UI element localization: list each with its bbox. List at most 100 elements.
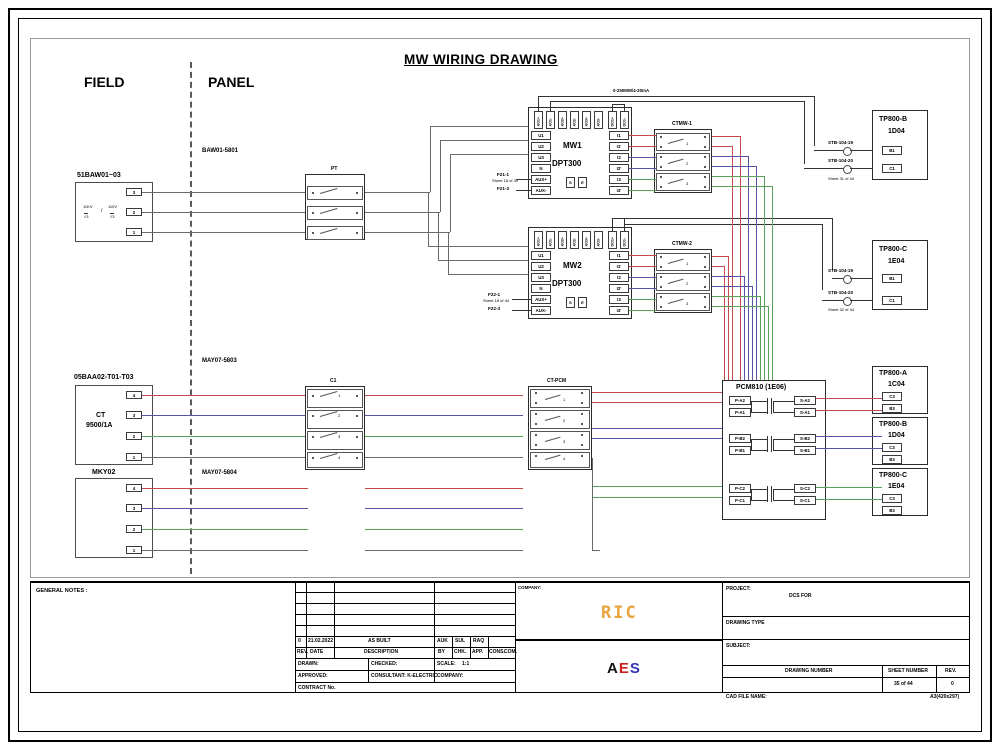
pcm810-terminal-s-b1[interactable]: S-B1 bbox=[794, 446, 816, 455]
mw2-top-terminal-ao1n[interactable]: AO1- bbox=[546, 231, 555, 249]
ctpcm-row-3[interactable] bbox=[530, 431, 590, 450]
pcm810-terminal-p-a2[interactable]: P-A2 bbox=[729, 396, 751, 405]
mw2-top-terminal-ao2n[interactable]: AO2- bbox=[570, 231, 579, 249]
mw1-terminal-i2[interactable]: I2 bbox=[609, 153, 629, 162]
vt-terminal-1[interactable]: 1 bbox=[126, 228, 142, 236]
mky02-tag-label: MKY02 bbox=[92, 469, 116, 476]
pt-switch-row-1[interactable] bbox=[307, 186, 363, 200]
ctmw2-row-2[interactable] bbox=[656, 273, 710, 291]
pcm810-terminal-s-c1[interactable]: S-C1 bbox=[794, 496, 816, 505]
mw2-top-terminal-ao2p[interactable]: AO2+ bbox=[558, 231, 567, 249]
mw2-top-terminal-ao3p[interactable]: AO3+ bbox=[582, 231, 591, 249]
mw1-terminal-s[interactable]: S bbox=[566, 177, 575, 188]
c1-row-4[interactable] bbox=[307, 452, 363, 468]
mw2-terminal-i3[interactable]: I3 bbox=[609, 295, 629, 304]
mw1-top-terminal-ao3p[interactable]: AO3+ bbox=[582, 111, 591, 129]
mw1-terminal-i3p[interactable]: I3' bbox=[609, 186, 629, 195]
mw2-terminal-e[interactable]: E bbox=[578, 297, 587, 308]
c1-row-1[interactable] bbox=[307, 389, 363, 408]
mw1-terminal-auxn[interactable]: AUX- bbox=[531, 186, 551, 195]
pcm810-terminal-p-a1[interactable]: P-A1 bbox=[729, 408, 751, 417]
ctmw1-row-1[interactable] bbox=[656, 133, 710, 151]
tp800-b-1d04-terminal-c1[interactable]: C1 bbox=[882, 164, 902, 173]
tp800-a-1c04-terminal-b3[interactable]: B3 bbox=[882, 404, 902, 413]
tp800-c-1e04-slot: 1E04 bbox=[888, 258, 905, 265]
mw2-terminal-u2[interactable]: U2 bbox=[531, 262, 551, 271]
pcm810-terminal-s-b2[interactable]: S-B2 bbox=[794, 434, 816, 443]
vt-terminal-3[interactable]: 3 bbox=[126, 188, 142, 196]
mw1-terminal-n[interactable]: N bbox=[531, 164, 551, 173]
tp800-c-1e04-terminal-b1[interactable]: B1 bbox=[882, 274, 902, 283]
ctpcm-row-1[interactable] bbox=[530, 389, 590, 408]
mw1-terminal-i1p[interactable]: I1' bbox=[609, 142, 629, 151]
rev-label: REV. bbox=[945, 668, 957, 674]
mw1-terminal-u3[interactable]: U3 bbox=[531, 153, 551, 162]
mw1-terminal-e[interactable]: E bbox=[578, 177, 587, 188]
mw2-top-terminal-do1n[interactable]: DO1- bbox=[620, 231, 629, 249]
pcm810-terminal-s-c2[interactable]: S-C2 bbox=[794, 484, 816, 493]
mw1-top-terminal-do1p[interactable]: DO1+ bbox=[608, 111, 617, 129]
tp800-c-1e04-terminal-c3[interactable]: C3 bbox=[882, 494, 902, 503]
mw1-top-terminal-ao2p[interactable]: AO2+ bbox=[558, 111, 567, 129]
ct1-terminal-1[interactable]: 1 bbox=[126, 453, 142, 461]
mw2-terminal-i2[interactable]: I2 bbox=[609, 273, 629, 282]
mw2-terminal-u3[interactable]: U3 bbox=[531, 273, 551, 282]
ct1-terminal-3[interactable]: 3 bbox=[126, 411, 142, 419]
pcm810-terminal-p-c2[interactable]: P-C2 bbox=[729, 484, 751, 493]
mw1-terminal-i2p[interactable]: I2' bbox=[609, 164, 629, 173]
tp800-b-1d04-name-2: TP800-B bbox=[879, 421, 908, 428]
tp800-c-1e04-slot-2: 1E04 bbox=[888, 483, 905, 490]
mw2-terminal-i1p[interactable]: I1' bbox=[609, 262, 629, 271]
ctmw2-row-3[interactable] bbox=[656, 293, 710, 311]
mw1-terminal-i3[interactable]: I3 bbox=[609, 175, 629, 184]
mw2-terminal-auxp[interactable]: AUX+ bbox=[531, 295, 551, 304]
ct1-terminal-2[interactable]: 2 bbox=[126, 432, 142, 440]
mw2-top-terminal-do1p[interactable]: DO1+ bbox=[608, 231, 617, 249]
mw1-terminal-u2[interactable]: U2 bbox=[531, 142, 551, 151]
ctmw1-row-2[interactable] bbox=[656, 153, 710, 171]
mw2-terminal-s[interactable]: S bbox=[566, 297, 575, 308]
mw2-top-terminal-ao1p[interactable]: AO1+ bbox=[534, 231, 543, 249]
pt-block-label: PT bbox=[331, 166, 338, 172]
mky02-terminal-4[interactable]: 4 bbox=[126, 484, 142, 492]
tp800-b-1d04-terminal-b3[interactable]: B3 bbox=[882, 455, 902, 464]
mw1-top-terminal-ao1p[interactable]: AO1+ bbox=[534, 111, 543, 129]
tp800-b-1d04-terminal-c3[interactable]: C3 bbox=[882, 443, 902, 452]
ctmw2-row-1[interactable] bbox=[656, 253, 710, 271]
mw2-terminal-i3p[interactable]: I3' bbox=[609, 306, 629, 315]
vt-terminal-2[interactable]: 2 bbox=[126, 208, 142, 216]
pt-switch-row-3[interactable] bbox=[307, 226, 363, 240]
mw2-terminal-auxn[interactable]: AUX- bbox=[531, 306, 551, 315]
mw1-top-terminal-ao3n[interactable]: AO3- bbox=[594, 111, 603, 129]
mw1-top-terminal-ao2n[interactable]: AO2- bbox=[570, 111, 579, 129]
mw1-terminal-i1[interactable]: I1 bbox=[609, 131, 629, 140]
mw1-top-terminal-do1n[interactable]: DO1- bbox=[620, 111, 629, 129]
pcm810-terminal-p-b1[interactable]: P-B1 bbox=[729, 446, 751, 455]
tp800-c-1e04-terminal-c1[interactable]: C1 bbox=[882, 296, 902, 305]
tp800-c-1e04-terminal-b3[interactable]: B3 bbox=[882, 506, 902, 515]
mw1-top-terminal-ao1n[interactable]: AO1- bbox=[546, 111, 555, 129]
mky02-terminal-2[interactable]: 2 bbox=[126, 525, 142, 533]
pcm810-terminal-p-b2[interactable]: P-B2 bbox=[729, 434, 751, 443]
ctmw1-row-3[interactable] bbox=[656, 173, 710, 191]
tp800-a-1c04-terminal-c3[interactable]: C3 bbox=[882, 392, 902, 401]
mw2-terminal-i2p[interactable]: I2' bbox=[609, 284, 629, 293]
mky02-terminal-1[interactable]: 1 bbox=[126, 546, 142, 554]
pt-switch-row-2[interactable] bbox=[307, 206, 363, 220]
ctpcm-row-4[interactable] bbox=[530, 452, 590, 468]
c1-row-2[interactable] bbox=[307, 410, 363, 429]
tp800-b-1d04-terminal-b1[interactable]: B1 bbox=[882, 146, 902, 155]
pcm810-terminal-p-c1[interactable]: P-C1 bbox=[729, 496, 751, 505]
mky02-terminal-3[interactable]: 3 bbox=[126, 504, 142, 512]
mw2-terminal-n[interactable]: N bbox=[531, 284, 551, 293]
mw2-terminal-i1[interactable]: I1 bbox=[609, 251, 629, 260]
mw1-terminal-u1[interactable]: U1 bbox=[531, 131, 551, 140]
mw2-terminal-u1[interactable]: U1 bbox=[531, 251, 551, 260]
c1-row-3[interactable] bbox=[307, 431, 363, 450]
pcm810-terminal-s-a2[interactable]: S-A2 bbox=[794, 396, 816, 405]
ctpcm-row-2[interactable] bbox=[530, 410, 590, 429]
mw1-terminal-auxp[interactable]: AUX+ bbox=[531, 175, 551, 184]
ct1-terminal-4[interactable]: 4 bbox=[126, 391, 142, 399]
pcm810-terminal-s-a1[interactable]: S-A1 bbox=[794, 408, 816, 417]
mw2-top-terminal-ao3n[interactable]: AO3- bbox=[594, 231, 603, 249]
